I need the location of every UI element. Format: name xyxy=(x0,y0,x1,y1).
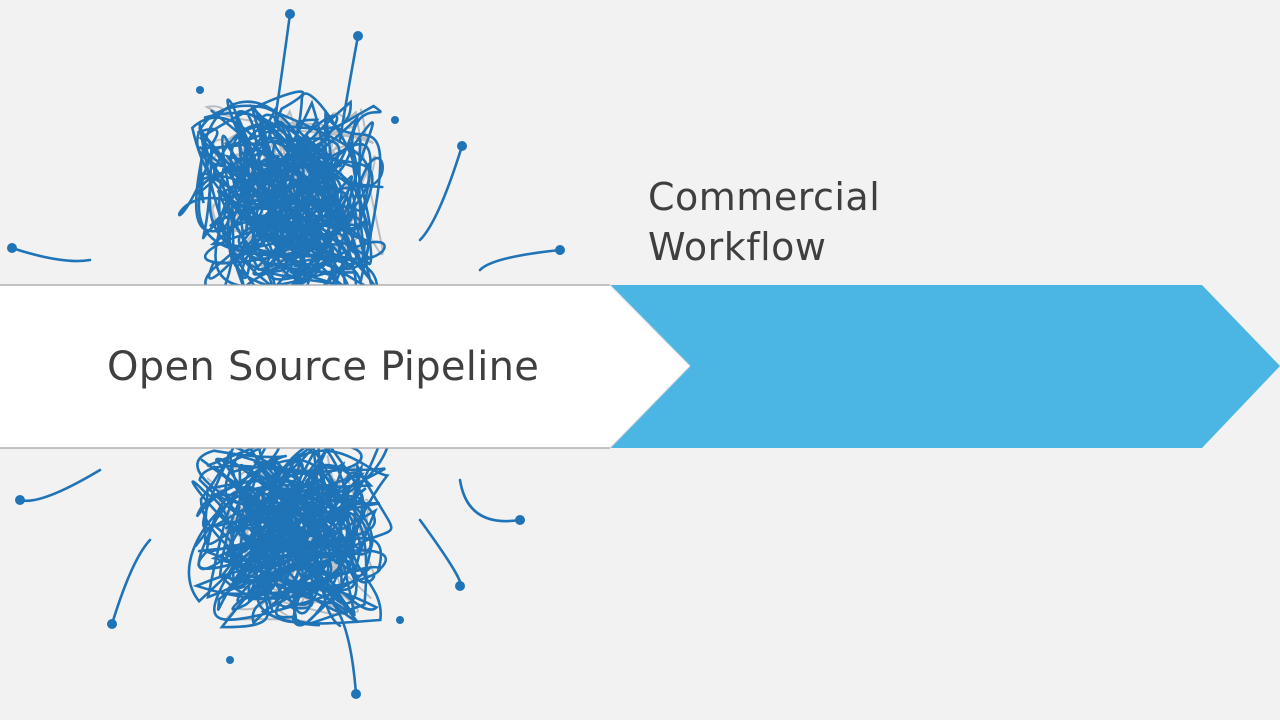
cable-strand xyxy=(110,538,152,626)
cable-strand xyxy=(196,104,371,266)
open-source-pipeline-label: Open Source Pipeline xyxy=(107,344,540,390)
cable-strand xyxy=(231,501,388,627)
cable-strand xyxy=(328,598,358,696)
cable-end xyxy=(391,116,399,124)
cable-strand xyxy=(273,12,292,122)
cable-end xyxy=(196,86,204,94)
cable-strand xyxy=(213,432,374,621)
commercial-label-line2: Workflow xyxy=(648,225,827,269)
cable-strand xyxy=(221,453,381,624)
cable-end xyxy=(15,495,25,505)
cable-strand xyxy=(264,136,347,289)
cable-end xyxy=(353,31,363,41)
cable-strand xyxy=(458,478,522,523)
commercial-workflow-label: Commercial Workflow xyxy=(648,172,1008,272)
cable-strand xyxy=(201,137,355,280)
cable-strand xyxy=(207,147,384,280)
cable-end xyxy=(555,245,565,255)
cable-strand xyxy=(197,90,379,295)
cable-end xyxy=(351,689,361,699)
cable-strand xyxy=(338,34,360,142)
cable-end xyxy=(457,141,467,151)
cable-strand xyxy=(478,248,562,272)
commercial-label-line1: Commercial xyxy=(648,175,881,219)
cable-end xyxy=(226,656,234,664)
cable-end xyxy=(107,619,117,629)
cable-end xyxy=(285,9,295,19)
cable-strand xyxy=(241,463,376,584)
cable-strand xyxy=(230,487,367,567)
cable-end xyxy=(515,515,525,525)
cable-end xyxy=(396,616,404,624)
cable-end xyxy=(7,243,17,253)
cable-end xyxy=(455,581,465,591)
cable-strand xyxy=(10,246,92,263)
cable-strand xyxy=(418,144,464,242)
